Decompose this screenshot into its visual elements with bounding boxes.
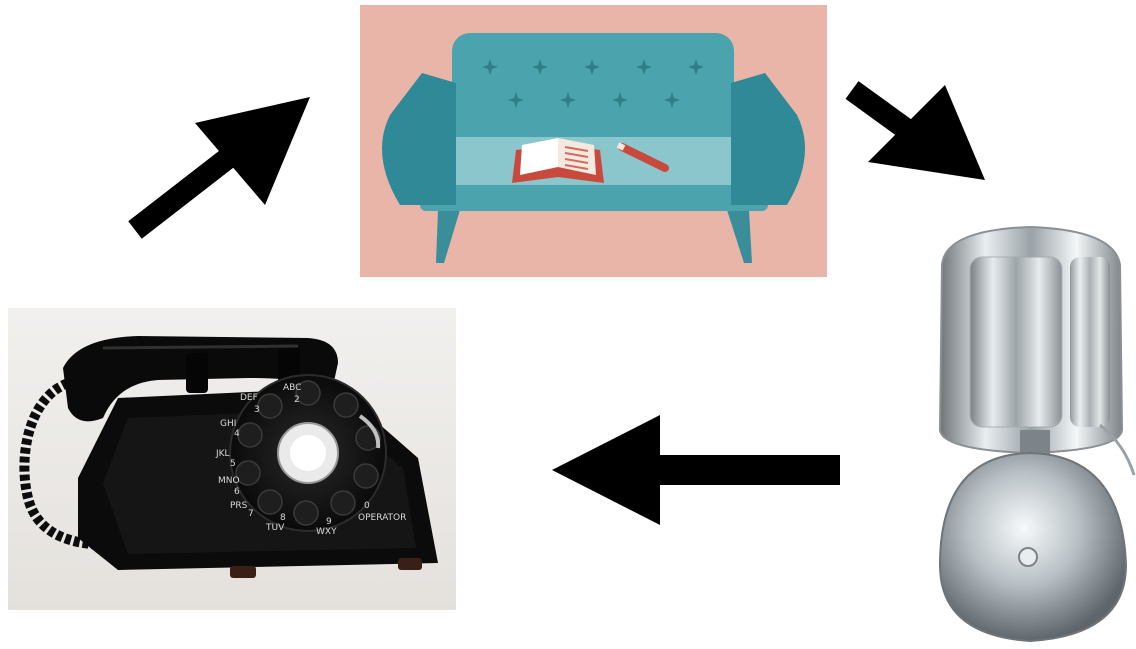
telephone-panel: ABC DEF GHI JKL MNO PRS TUV WXY OPERATOR… [8, 308, 456, 610]
rotary-telephone-icon: ABC DEF GHI JKL MNO PRS TUV WXY OPERATOR… [8, 308, 456, 610]
dial-letters-def: DEF [240, 393, 258, 403]
dial-number-7: 7 [248, 509, 254, 519]
dial-number-5: 5 [230, 459, 236, 469]
dial-number-9: 9 [326, 517, 332, 527]
couch-base [420, 185, 768, 211]
dial-letters-operator: OPERATOR [358, 513, 406, 523]
dial-number-2: 2 [294, 395, 300, 405]
arrow-couch-to-bell [852, 85, 985, 180]
dial-letters-wxy: WXY [316, 527, 337, 537]
dial-number-4: 4 [234, 429, 240, 439]
arrow-bell-to-telephone [552, 415, 840, 525]
electric-bell-icon [930, 225, 1136, 645]
couch-illustration [360, 5, 827, 277]
dial-letters-tuv: TUV [265, 523, 285, 533]
couch-panel [360, 5, 827, 277]
bell-panel [930, 225, 1136, 645]
dial-letters-jkl: JKL [215, 449, 230, 459]
arrow-telephone-to-couch [135, 97, 310, 230]
couch-back [452, 33, 734, 145]
dial-number-8: 8 [280, 513, 286, 523]
book-icon [512, 138, 604, 183]
dial-letters-mno: MNO [218, 476, 240, 486]
dial-number-3: 3 [254, 405, 260, 415]
bell-center-bolt [1019, 548, 1037, 566]
bell-dome [940, 453, 1126, 641]
dial-letters-abc: ABC [283, 383, 301, 393]
dial-number-0: 0 [364, 501, 370, 511]
dial-letters-prs: PRS [230, 501, 248, 511]
dial-letters-ghi: GHI [220, 419, 236, 429]
dial-number-6: 6 [234, 487, 240, 497]
